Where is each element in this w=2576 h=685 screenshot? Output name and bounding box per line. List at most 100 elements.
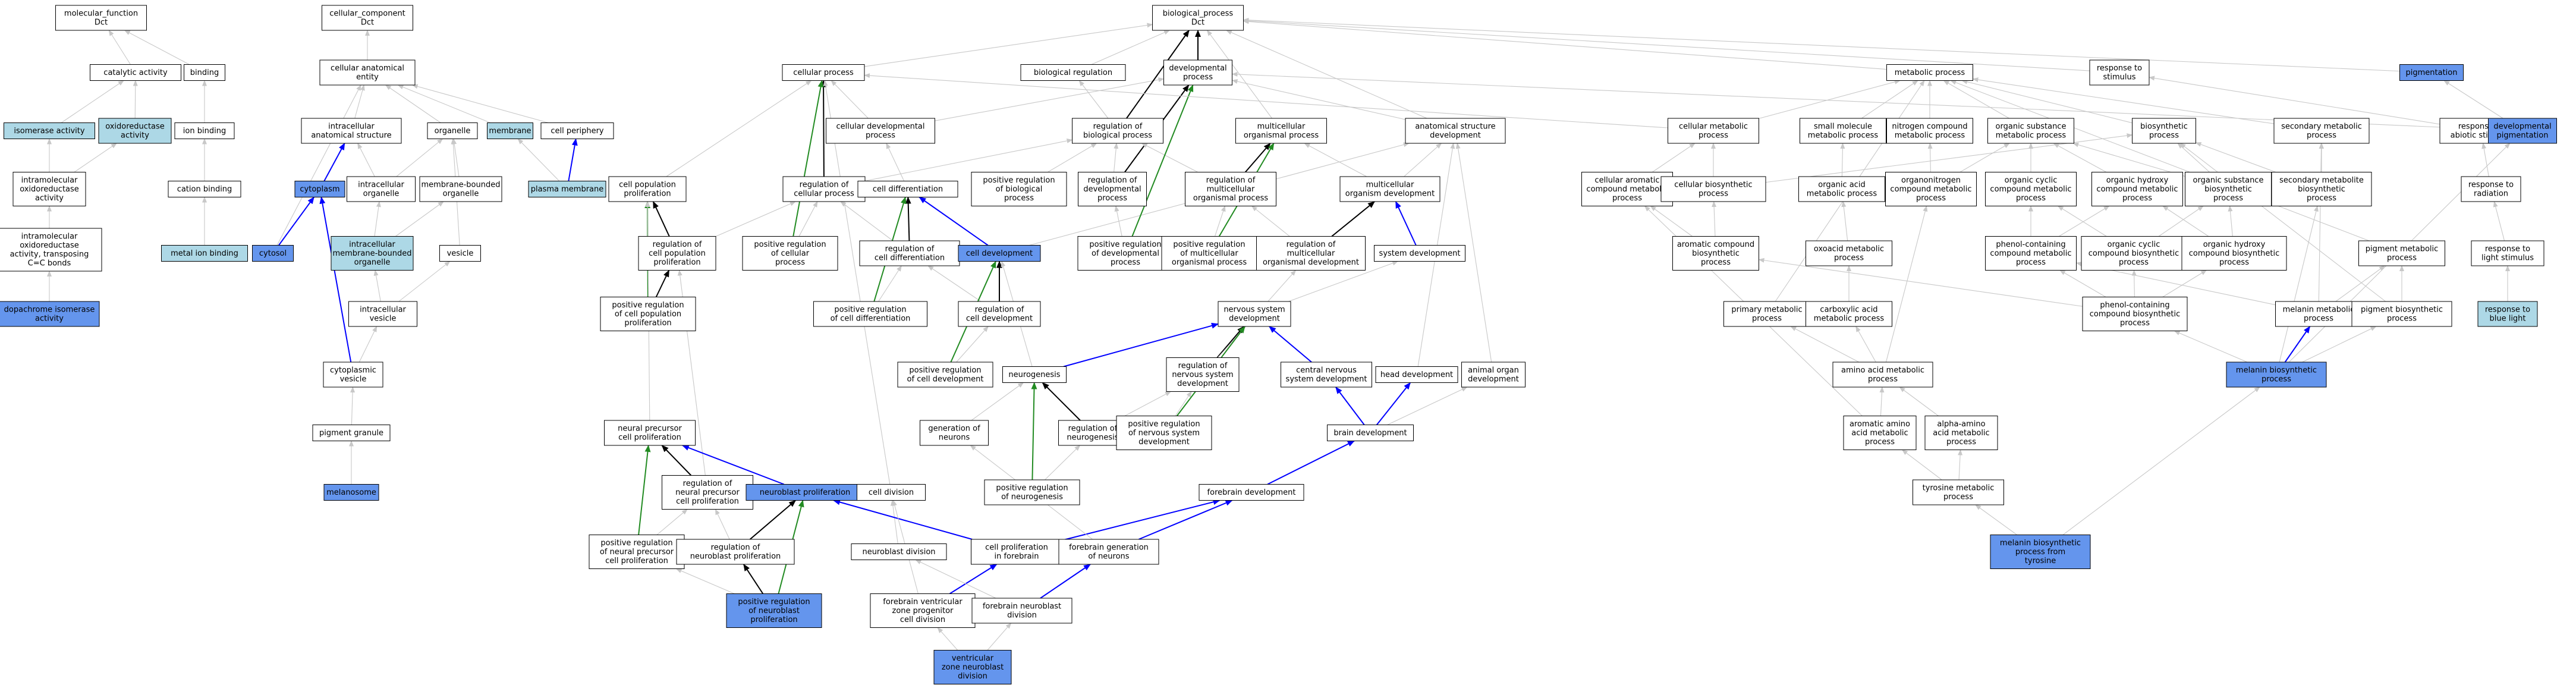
node-label: system development — [1379, 249, 1461, 258]
edge-secmetbio-to-biosyn — [2195, 142, 2276, 173]
node-label: positive regulation — [996, 484, 1068, 493]
node-box — [2185, 172, 2272, 206]
edge-genneur-to-neurogen — [971, 382, 1024, 421]
node-label: compound metabolic — [1990, 249, 2071, 258]
edge-nbprolif-to-npcp — [681, 445, 785, 485]
node-label: cellular process — [793, 68, 854, 77]
node-box — [2273, 118, 2370, 144]
node-label: process — [1097, 194, 1127, 203]
node-label: metabolic process — [1996, 131, 2067, 140]
node-box — [1405, 118, 1506, 144]
node-box — [1058, 420, 1127, 446]
node-box — [859, 240, 960, 266]
node-label: organic hydroxy — [2203, 240, 2266, 249]
node-box — [1199, 484, 1304, 501]
node-label: cell development — [966, 249, 1033, 258]
go-term-node-neurogen: neurogenesis — [1002, 366, 1067, 383]
node-box — [1672, 236, 1759, 271]
node-label: positive regulation — [738, 598, 810, 607]
go-term-node-binding: binding — [184, 64, 225, 81]
edge-orghyd-to-orgsub — [2053, 143, 2107, 172]
node-box — [4, 122, 95, 139]
go-term-node-celldiv: cell division — [857, 484, 926, 501]
edge-intves-to-vesicle — [398, 260, 451, 302]
node-box — [1723, 301, 1810, 327]
node-label: response to — [2485, 306, 2530, 315]
node-box — [1077, 236, 1174, 271]
node-box — [1843, 416, 1917, 450]
node-box — [1985, 172, 2077, 206]
node-label: organismal process — [1172, 258, 1247, 267]
node-label: activity — [35, 194, 64, 203]
node-label: Dct — [1191, 18, 1204, 27]
node-label: pigmentation — [2406, 68, 2458, 77]
node-box — [1886, 64, 1973, 81]
node-label: division — [958, 672, 987, 681]
node-box — [851, 543, 947, 560]
edge-aamet-to-primmet — [1790, 326, 1860, 363]
node-box — [2358, 240, 2445, 266]
node-box — [2488, 118, 2557, 144]
node-box — [55, 5, 147, 31]
node-box — [1116, 416, 1212, 450]
edge-catal-to-mf — [108, 30, 131, 65]
node-label: developmental — [1169, 64, 1226, 73]
node-box — [971, 172, 1067, 206]
go-term-node-cellproc: cellular process — [782, 64, 865, 81]
node-label: proliferation — [624, 190, 671, 199]
edge-alphaaa-to-aamet — [1899, 387, 1939, 416]
edge-cytosol-to-cae — [276, 84, 361, 246]
edge-vznbdiv-to-fnbdiv — [987, 623, 1012, 651]
node-box — [319, 59, 416, 86]
go-term-node-nbprolif: neuroblast proliferation — [746, 484, 864, 501]
edge-melmet-to-pigmet — [2335, 265, 2385, 302]
edge-regcdev-to-regcd — [927, 265, 982, 302]
node-box — [897, 362, 993, 388]
node-label: metabolic process — [1807, 190, 1877, 199]
node-label: division — [1007, 611, 1037, 620]
node-box — [1256, 236, 1366, 271]
node-label: cell proliferation — [605, 557, 668, 565]
edge-celldev-to-celldiff — [919, 196, 989, 246]
go-term-node-metproc: metabolic process — [1886, 64, 1973, 81]
node-label: cellular_component — [329, 10, 405, 18]
node-box — [2471, 240, 2544, 266]
node-box — [540, 122, 614, 139]
edge-aamet-to-organonit — [1885, 205, 1928, 363]
node-label: response to — [2097, 64, 2142, 73]
edge-plasmam-to-membrane — [517, 138, 560, 181]
edge-tyrmet-to-alphaaa — [1958, 449, 1963, 480]
node-label: positive regulation — [834, 306, 906, 315]
edge-regcd-to-regcp — [840, 201, 894, 241]
edge-pigbio-to-biosyn — [2179, 143, 2386, 302]
node-label: process — [2149, 131, 2179, 140]
node-label: organic cyclic — [2108, 240, 2160, 249]
node-label: of neuroblast — [748, 607, 800, 615]
edge-orgsubbio-to-biosyn — [2177, 143, 2210, 172]
node-label: cell proliferation — [985, 543, 1048, 552]
node-box — [184, 64, 225, 81]
node-label: process — [2119, 258, 2149, 267]
node-label: nervous system — [1223, 306, 1285, 315]
edge-fnbdiv-to-forebraingen — [1040, 564, 1091, 599]
edge-regnpcp-to-npcp — [661, 445, 692, 476]
node-label: biological process — [1083, 131, 1152, 140]
node-box — [589, 535, 685, 569]
node-box — [958, 301, 1041, 327]
node-box — [1218, 301, 1291, 327]
edge-smallmol-to-metproc — [1861, 80, 1918, 119]
node-box — [301, 118, 402, 144]
node-label: activity, transposing — [10, 250, 89, 259]
